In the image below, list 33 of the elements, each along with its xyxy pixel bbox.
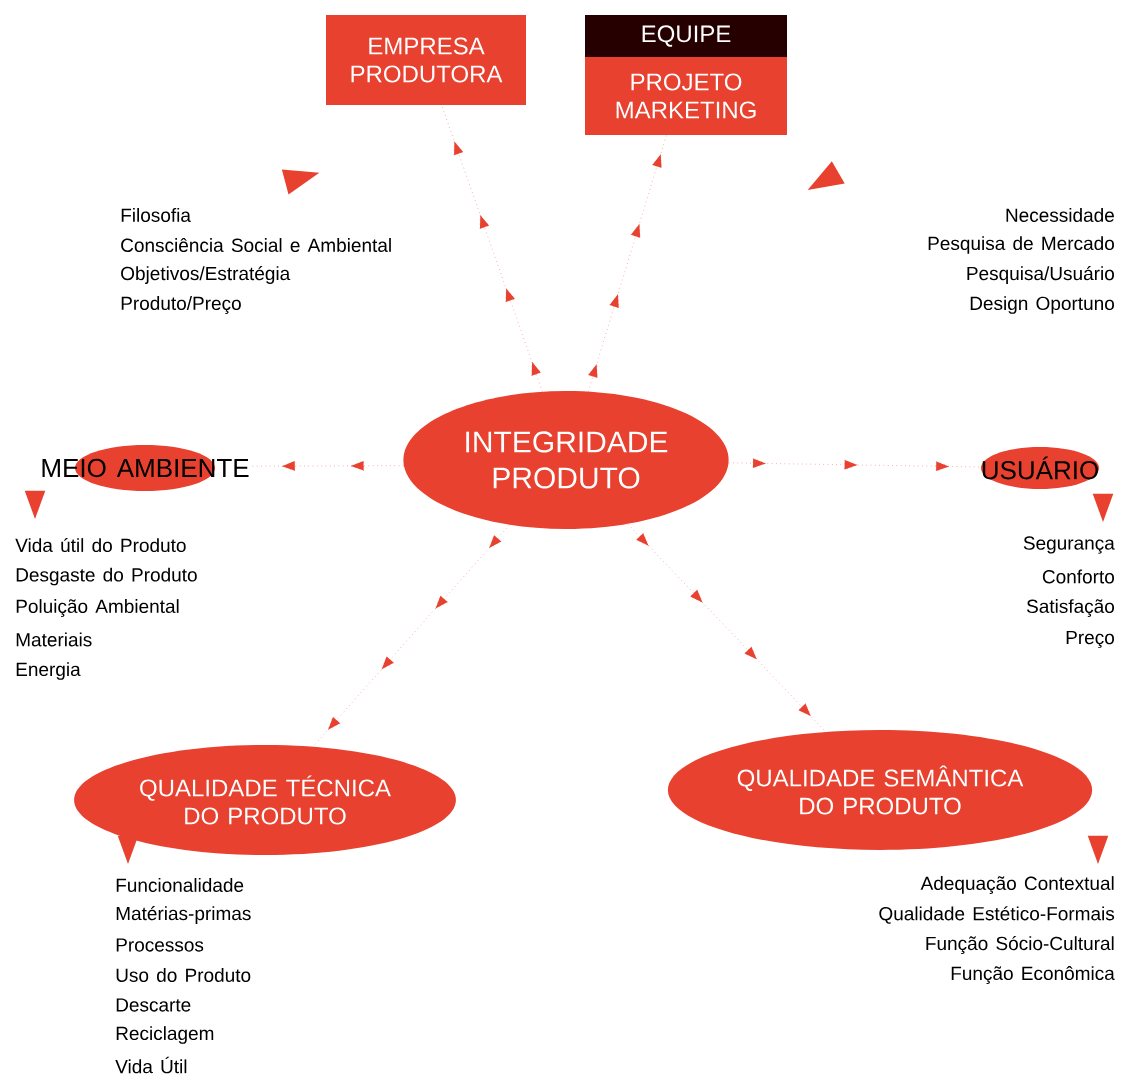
list-item: Objetivos/Estratégia <box>121 266 291 284</box>
list-item: Conforto <box>1042 569 1114 584</box>
list-item: Materiais <box>16 632 92 647</box>
arrow <box>587 134 667 392</box>
list-item: Descarte <box>116 998 191 1012</box>
list-item: Vida útil do Produto <box>15 537 186 553</box>
list-item: Adequação Contextual <box>920 876 1114 894</box>
list-item: Desgaste do Produto <box>16 567 197 586</box>
list-item: Energia <box>16 662 81 680</box>
list-item: Vida Útil <box>115 1056 187 1074</box>
list-item: Satisfação <box>1026 599 1114 617</box>
label-box: EMPRESA PRODUTORA <box>326 15 526 105</box>
list-item: Pesquisa/Usuário <box>967 266 1114 284</box>
list-item: Processos <box>116 938 204 952</box>
list-item: Poluição Ambiental <box>16 599 179 617</box>
list-item: Design Oportuno <box>970 296 1114 314</box>
list-item: Reciclagem <box>116 1026 214 1044</box>
list-item: Qualidade Estético-Formais <box>879 906 1115 924</box>
label-box: EQUIPE PROJETO MARKETING <box>585 15 787 135</box>
list-item: Uso do Produto <box>116 968 251 982</box>
list-item: Função Econômica <box>951 966 1115 984</box>
arrow <box>312 524 510 747</box>
list-item: Consciência Social e Ambiental <box>121 238 391 252</box>
list-item: Pesquisa de Mercado <box>928 236 1114 254</box>
list-item: Função Sócio-Cultural <box>926 936 1114 954</box>
list-item: Matérias-primas <box>116 906 251 924</box>
list-item: Produto/Preço <box>121 296 241 314</box>
arrow <box>250 460 404 471</box>
list-item: Filosofia <box>121 208 191 222</box>
list-item: Necessidade <box>1006 208 1114 222</box>
list-item: Segurança <box>1023 536 1115 554</box>
list-item: Funcionalidade <box>116 878 244 892</box>
list-item: Preço <box>1066 630 1114 649</box>
